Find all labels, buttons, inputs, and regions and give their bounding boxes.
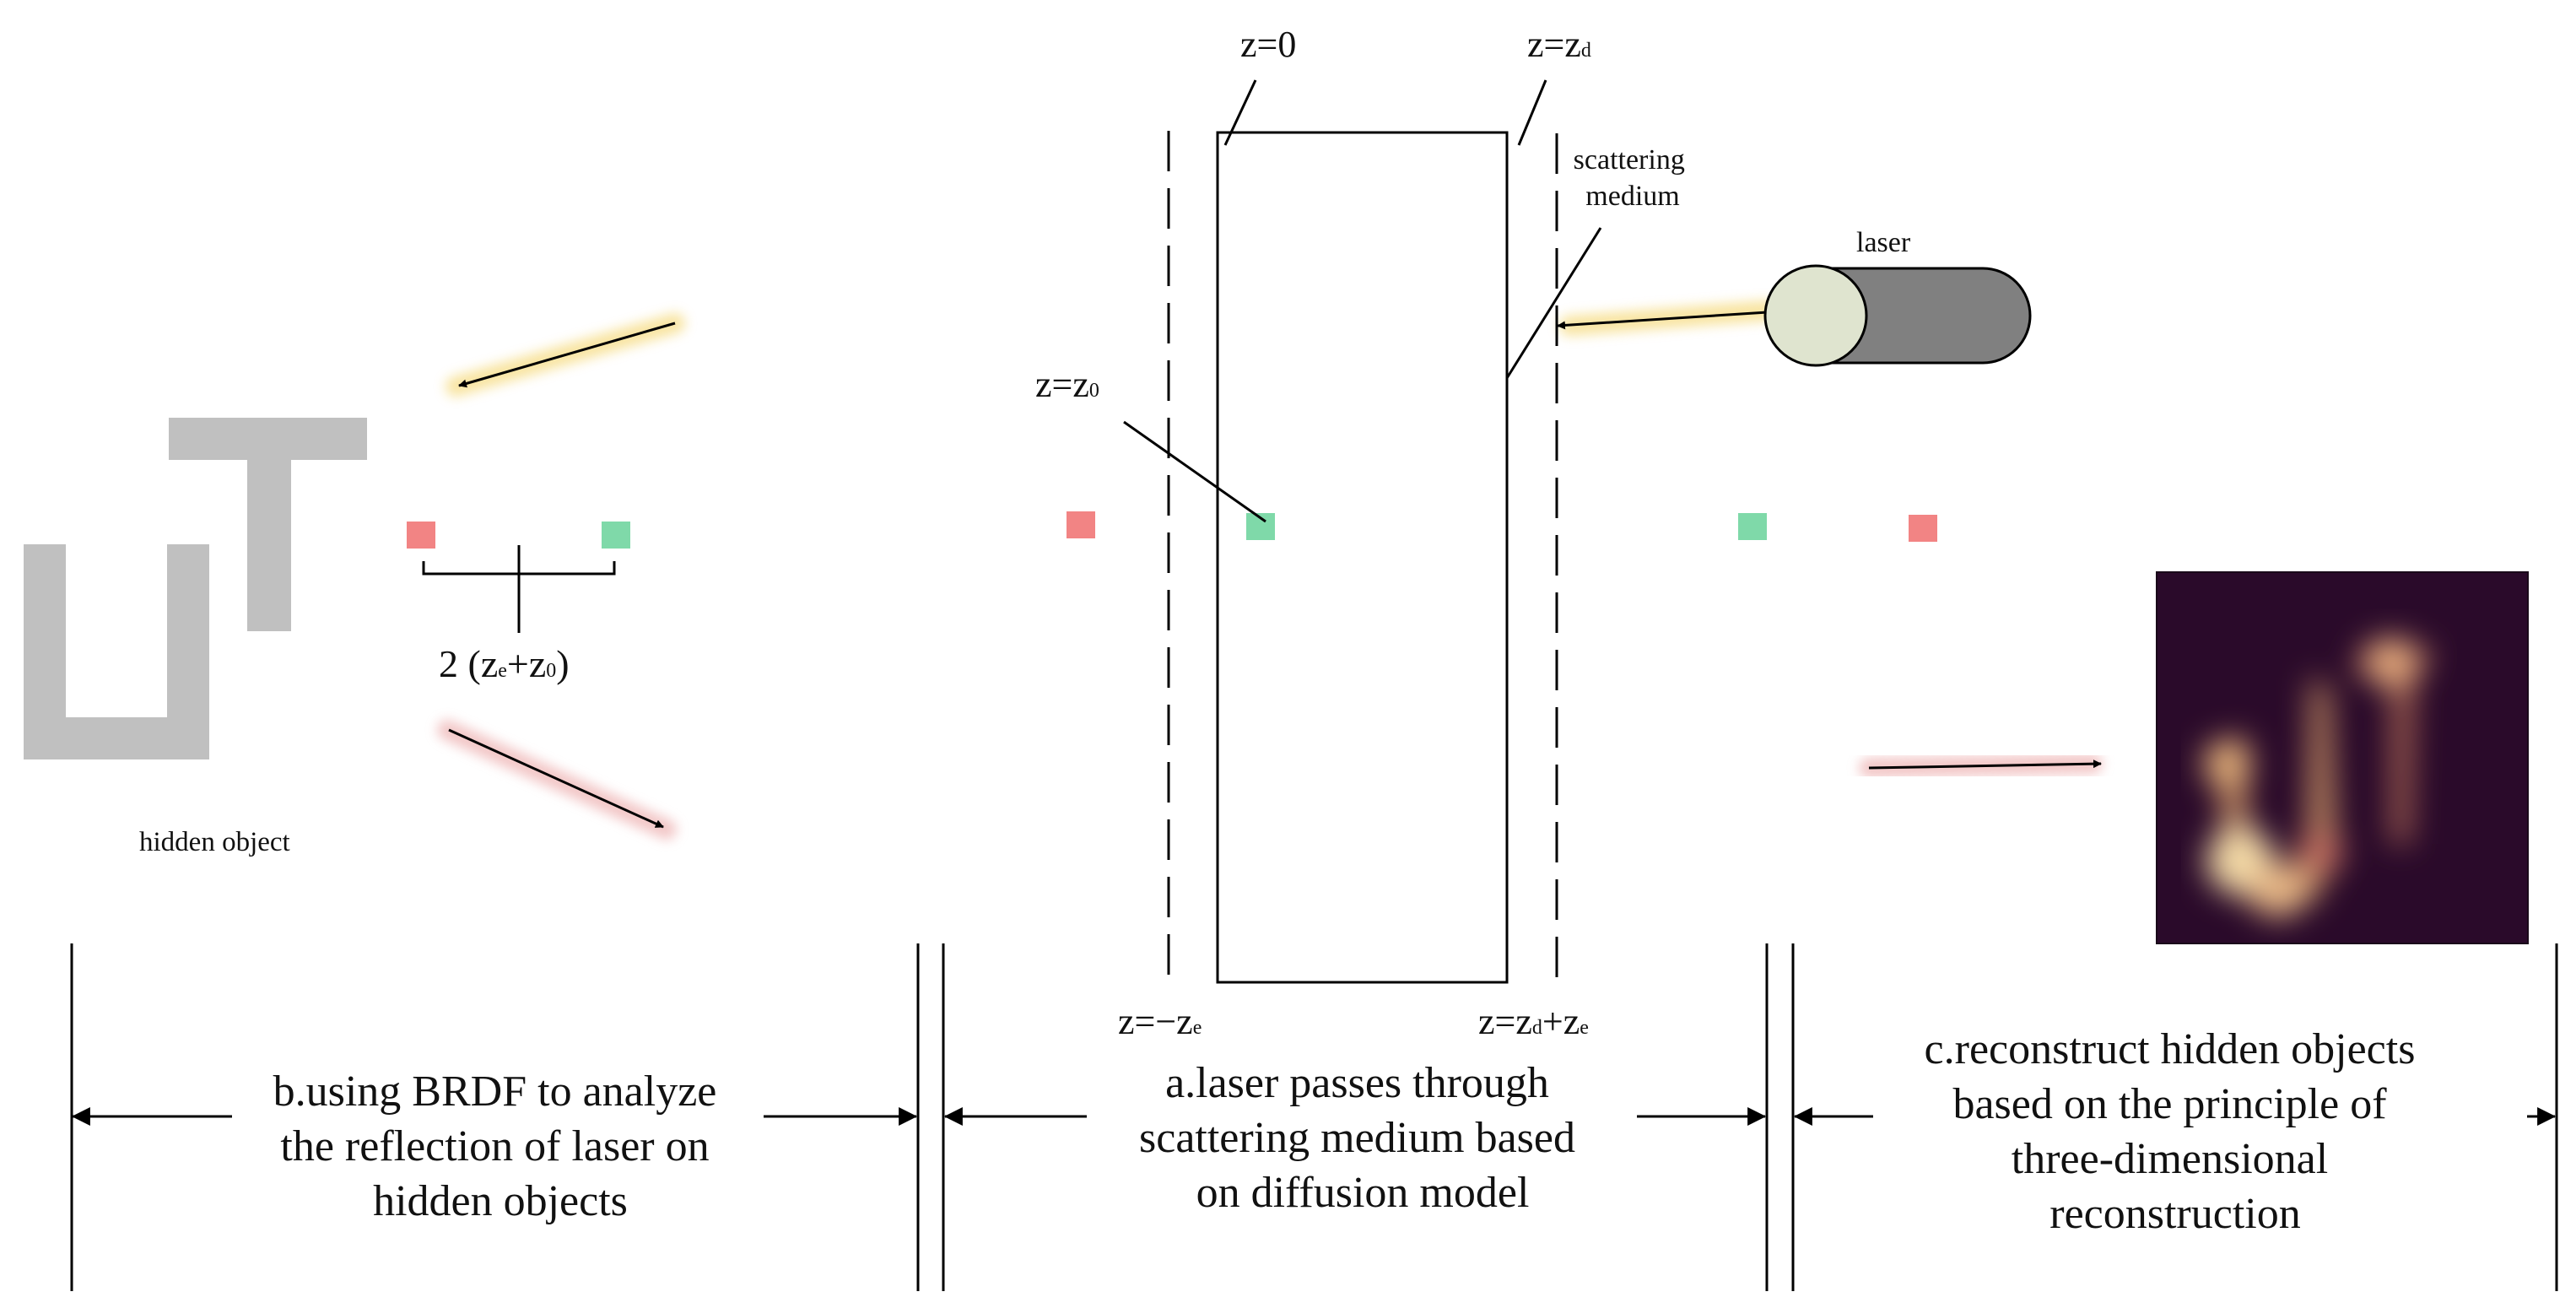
red-marker-left [407, 522, 435, 549]
incident-beam-laser [1557, 300, 1778, 336]
reflected-beam-left [437, 720, 677, 840]
distance-label: 2 (ze+z0) [439, 642, 570, 685]
section-c-caption: c.reconstruct hidden objects based on th… [1925, 1025, 2427, 1238]
red-marker-right [1909, 515, 1937, 542]
scattering-medium-label: scattering medium [1574, 144, 1693, 212]
laser-source-icon [1763, 264, 2032, 367]
green-marker-left [602, 522, 630, 549]
scattering-medium-slab [1216, 131, 1509, 984]
section-b-caption: b.using BRDF to analyze the reflection o… [273, 1067, 728, 1225]
reconstruction-heatmap [2156, 571, 2529, 944]
incident-beam-left [446, 313, 685, 397]
leader-scattering [1505, 227, 1602, 379]
laser-label: laser [1856, 227, 1911, 258]
letter-u-shape [24, 544, 209, 759]
letter-t-shape [169, 418, 367, 631]
green-marker-right [1738, 513, 1767, 540]
reconstruction-beam [1859, 754, 2103, 778]
distance-bracket [422, 545, 616, 633]
section-a-caption: a.laser passes through scattering medium… [1139, 1059, 1586, 1217]
z-minus-ze-label: z=−ze [1118, 1001, 1202, 1042]
hidden-object-shape [24, 418, 367, 759]
leader-zd-top [1517, 79, 1547, 146]
zz0-label: z=z0 [1035, 364, 1099, 405]
zd-plus-ze-label: z=zd+ze [1478, 1001, 1589, 1042]
zd-top-label: z=zd [1527, 24, 1591, 65]
leader-zz0 [1123, 420, 1266, 523]
z0-top-label: z=0 [1240, 24, 1296, 65]
section-dividers [70, 943, 2558, 1291]
leader-z0-top [1223, 79, 1257, 146]
red-marker-mirror [1067, 511, 1095, 538]
hidden-object-label: hidden object [139, 827, 290, 857]
